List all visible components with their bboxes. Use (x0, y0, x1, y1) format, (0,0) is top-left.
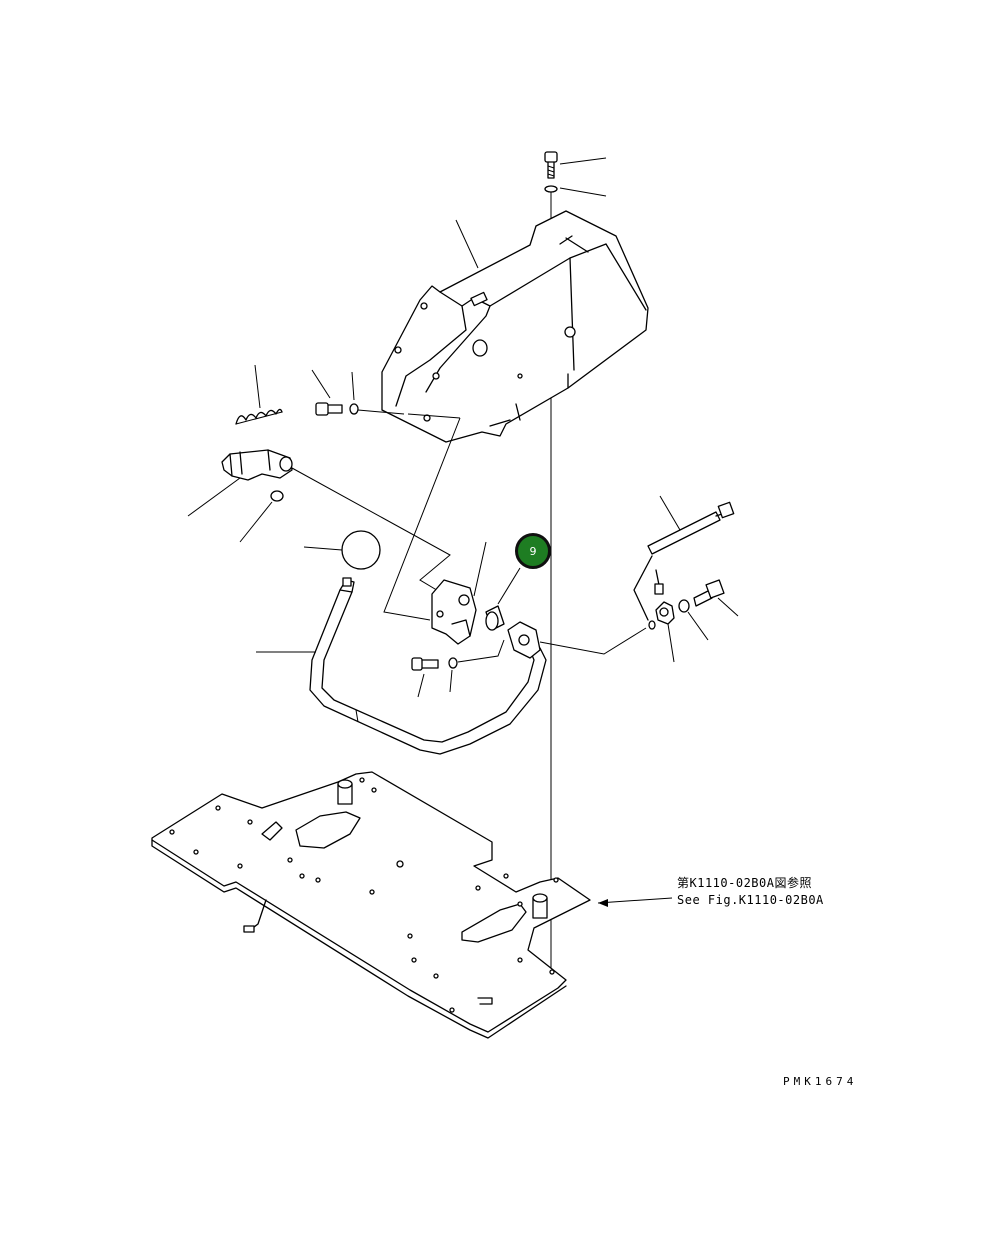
floor-plate (151, 771, 591, 1039)
reference-arrow (597, 897, 673, 904)
yoke (507, 621, 541, 659)
switch (655, 601, 675, 625)
drawing-code: PMK1674 (783, 1075, 858, 1088)
reference-text-english: See Fig.K1110-02B0A (677, 893, 824, 907)
console-box (381, 210, 649, 443)
plug (270, 490, 284, 502)
lever-rod (309, 577, 547, 755)
reference-text-japanese: 第K1110-02B0A図参照 (677, 876, 812, 890)
right-bolt (693, 579, 725, 607)
connector (654, 583, 664, 595)
top-washer (544, 185, 558, 193)
bracket (431, 579, 477, 645)
callout-bubble[interactable]: 9 (515, 533, 551, 569)
lower-bolt (411, 657, 439, 671)
spring (235, 408, 283, 425)
side-bolt (315, 402, 343, 416)
lever-bracket (221, 449, 293, 481)
lower-washer (448, 657, 458, 669)
ball-knob (341, 530, 381, 570)
side-washer (349, 403, 359, 415)
wire-harness (633, 501, 735, 621)
top-bolt (544, 151, 558, 179)
bushing (485, 605, 505, 631)
